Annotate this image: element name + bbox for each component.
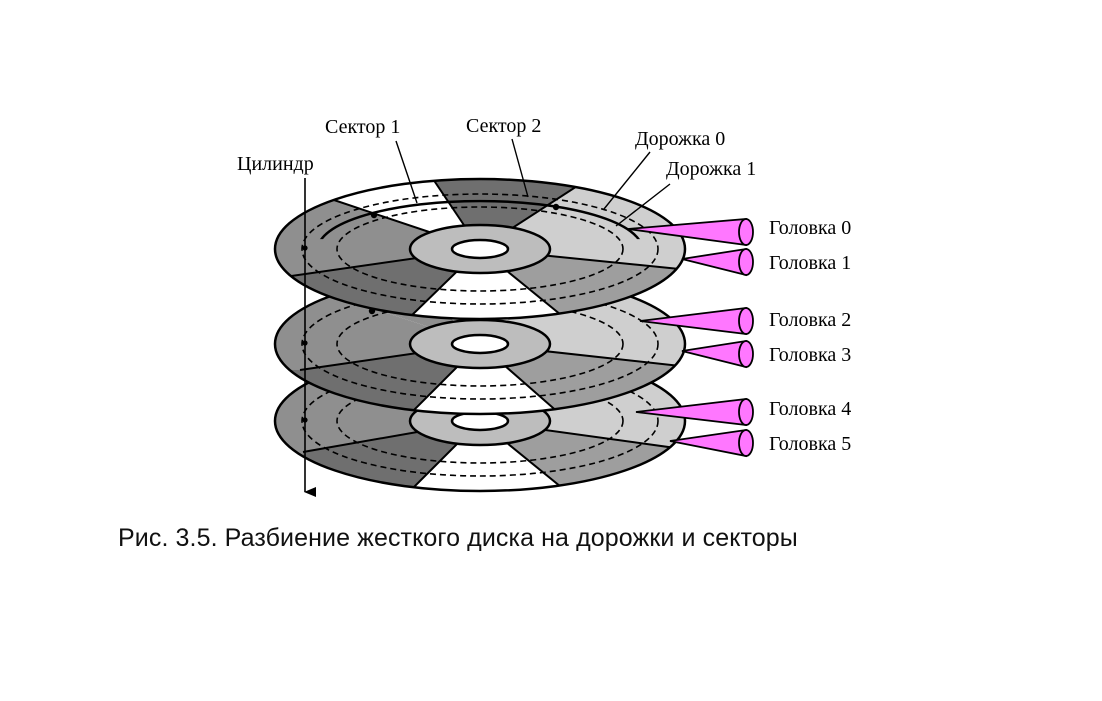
sector (410, 421, 566, 491)
platter-rim (273, 177, 687, 321)
head-2 (639, 306, 754, 336)
track-0 (301, 193, 659, 305)
track-1 (336, 206, 624, 292)
track-outer (301, 365, 659, 477)
head-1-label: Головка 1 (769, 252, 851, 274)
sector-marker (552, 203, 560, 211)
track1-leader (615, 183, 671, 227)
head-2-label: Головка 2 (769, 309, 851, 331)
sector (408, 249, 566, 319)
sector2-label: Сектор 2 (466, 115, 541, 137)
head-3-label: Головка 3 (769, 344, 851, 366)
head-0 (627, 218, 754, 247)
cylinder-point (302, 245, 308, 251)
track0-leader (603, 151, 651, 210)
cylinder-point (302, 340, 308, 346)
sector2-leader (511, 138, 529, 198)
track1-label: Дорожка 1 (666, 158, 756, 180)
cylinder-label: Цилиндр (237, 153, 314, 175)
sector (275, 197, 480, 279)
spindle-hole (450, 238, 510, 260)
head-5-label: Головка 5 (769, 433, 851, 455)
sector-marker (370, 211, 378, 219)
head-3 (681, 339, 754, 369)
track-inner (336, 378, 624, 464)
head-4 (635, 397, 754, 427)
figure-caption: Рис. 3.5. Разбиение жесткого диска на до… (118, 524, 798, 552)
spindle-hole (450, 333, 510, 355)
cylinder-point (302, 417, 308, 423)
head-5 (669, 428, 754, 458)
head-1 (681, 247, 754, 277)
track-outer (301, 288, 659, 400)
sector1-leader (395, 140, 418, 204)
head-4-label: Головка 4 (769, 398, 851, 420)
head-0-label: Головка 0 (769, 217, 851, 239)
track0-label: Дорожка 0 (635, 128, 725, 150)
platter-1 (273, 177, 687, 321)
sector (410, 344, 560, 414)
sector1-label: Сектор 1 (325, 116, 400, 138)
track-inner (336, 301, 624, 387)
